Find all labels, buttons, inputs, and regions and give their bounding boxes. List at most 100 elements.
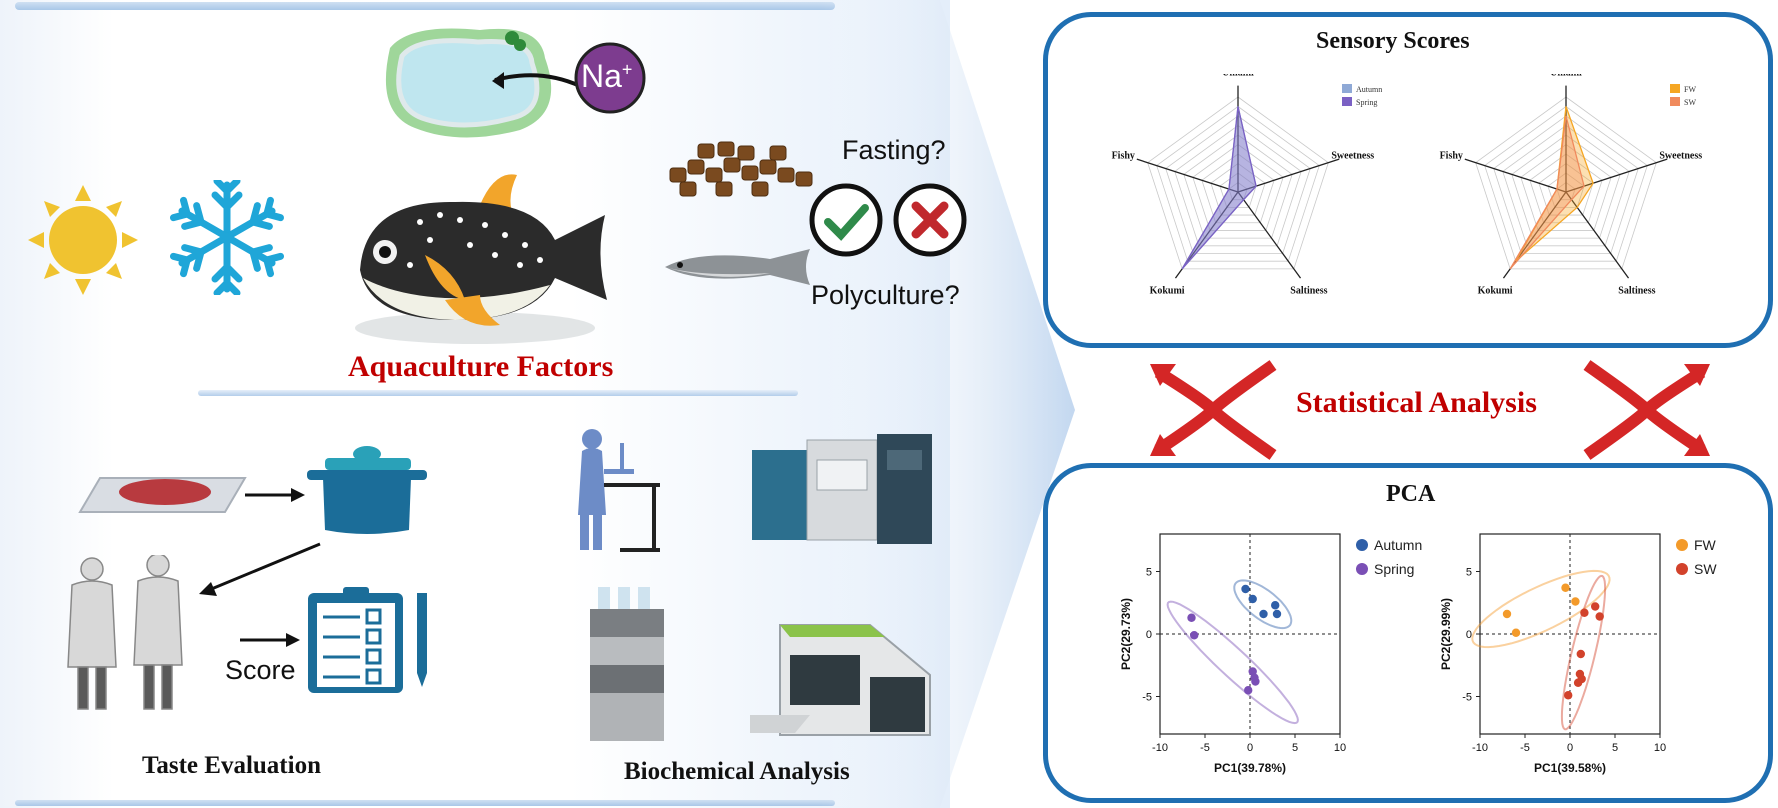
- swap-arrows-left-icon: [1150, 360, 1277, 460]
- radar-axis-line: [1136, 158, 1239, 193]
- pca-y-tick-label: -5: [1462, 692, 1472, 704]
- pca-legend-marker-sw: [1676, 563, 1688, 575]
- pca-point-sw: [1591, 602, 1600, 611]
- radar-grid-ring: [1210, 163, 1266, 216]
- radar-grid-ring: [1529, 153, 1603, 224]
- swap-arrows-right-icon: [1583, 360, 1710, 460]
- radar-grid-ring: [1547, 172, 1585, 208]
- sun-icon: [28, 185, 138, 295]
- pca-point-spring: [1190, 631, 1199, 640]
- biochemical-analysis-label: Biochemical Analysis: [624, 758, 850, 785]
- feed-pellets-icon: [669, 141, 813, 197]
- legend-swatch-fw: [1670, 84, 1680, 93]
- pca-x-tick-label: -10: [1472, 742, 1488, 754]
- radar-grid-ring: [1192, 144, 1284, 231]
- pca-point-autumn: [1272, 609, 1282, 619]
- sensory-scores-panel: [1043, 12, 1773, 348]
- arrow-to-clipboard-icon: [240, 633, 300, 647]
- radar-grid-ring: [1147, 96, 1329, 270]
- radar-axis-label: Saltiness: [1290, 286, 1327, 297]
- pca-ellipse-fw: [1471, 569, 1611, 649]
- arrow-diagonal-icon: [199, 542, 321, 596]
- pca-point-sw: [1576, 649, 1585, 659]
- radar-grid-ring: [1475, 96, 1657, 270]
- na-sup: +: [621, 59, 633, 80]
- radar-grid-ring: [1502, 125, 1630, 247]
- pca-x-tick-label: -5: [1520, 742, 1530, 754]
- pca-point-autumn: [1259, 609, 1268, 619]
- radar-axis-line: [1464, 158, 1567, 193]
- radar-chart-left: UmamiSweetnessSaltinessKokumiFishyAutumn…: [1112, 74, 1383, 297]
- legend-swatch-sw: [1670, 97, 1680, 106]
- radar-grid-ring: [1165, 115, 1311, 254]
- radar-axis-label: Sweetness: [1659, 151, 1702, 162]
- pca-point-fw: [1511, 628, 1521, 637]
- radar-grid-ring: [1538, 163, 1594, 216]
- pca-legend-marker-spring: [1356, 563, 1368, 575]
- radar-grid-ring: [1183, 134, 1293, 239]
- pca-y-axis-label: PC2(29.73%): [1119, 598, 1133, 670]
- radar-series-sw: [1509, 115, 1585, 270]
- mass-spectrometer-icon: [752, 434, 932, 544]
- pca-panel: [1043, 463, 1773, 803]
- pufferfish-illustration: [355, 174, 607, 344]
- pca-y-tick-label: 0: [1466, 629, 1472, 641]
- hplc-icon: [590, 587, 664, 741]
- pca-x-tick-label: 5: [1292, 742, 1298, 754]
- radar-grid-ring: [1520, 144, 1612, 231]
- radar-axis-label: Fishy: [1440, 151, 1463, 162]
- wedge-arrow: [820, 0, 1075, 808]
- clipboard-icon: [308, 587, 427, 693]
- arrow-right-icon: [245, 488, 305, 502]
- legend-label-spring: Spring: [1356, 98, 1377, 107]
- radar-axis-line: [1237, 191, 1302, 279]
- radar-axis-label: Kokumi: [1150, 286, 1185, 297]
- radar-chart-right: UmamiSweetnessSaltinessKokumiFishyFWSW: [1440, 74, 1703, 297]
- radar-axis-label: Umami: [1222, 74, 1254, 78]
- pca-x-axis-label: PC1(39.78%): [1214, 761, 1286, 775]
- pca-point-spring: [1244, 686, 1253, 695]
- legend-label-sw: SW: [1684, 98, 1696, 107]
- taste-evaluation-label: Taste Evaluation: [142, 752, 321, 779]
- pca-x-tick-label: 10: [1334, 742, 1346, 754]
- radar-grid-ring: [1228, 182, 1248, 201]
- pca-legend-marker-autumn: [1356, 539, 1368, 551]
- pca-x-tick-label: 5: [1612, 742, 1618, 754]
- radar-grid-ring: [1156, 106, 1320, 262]
- top-divider: [15, 2, 835, 10]
- radar-axis-label: Sweetness: [1331, 151, 1374, 162]
- pca-y-tick-label: 5: [1466, 567, 1472, 579]
- legend-swatch-spring: [1342, 97, 1352, 106]
- small-fish-icon: [665, 249, 810, 285]
- panelists-icon: [67, 555, 183, 710]
- radar-series-spring: [1181, 106, 1257, 270]
- legend-label-autumn: Autumn: [1356, 85, 1382, 94]
- pca-x-tick-label: 0: [1247, 742, 1253, 754]
- fasting-label: Fasting?: [842, 135, 946, 165]
- pca-point-autumn: [1271, 601, 1280, 610]
- pca-title: PCA: [1386, 481, 1436, 507]
- pca-point-fw: [1571, 597, 1580, 606]
- polyculture-label: Polyculture?: [811, 280, 960, 310]
- radar-grid-ring: [1219, 172, 1257, 208]
- radar-grid-ring: [1201, 153, 1275, 224]
- pca-x-tick-label: -5: [1200, 742, 1210, 754]
- pca-x-tick-label: 10: [1654, 742, 1666, 754]
- radar-grid-ring: [1484, 106, 1648, 262]
- pca-legend-label-fw: FW: [1694, 537, 1717, 553]
- pca-y-tick-label: -5: [1142, 692, 1152, 704]
- pca-point-autumn: [1248, 594, 1257, 604]
- meat-on-board-icon: [78, 477, 247, 513]
- pca-x-tick-label: 0: [1567, 742, 1573, 754]
- legend-label-fw: FW: [1684, 85, 1696, 94]
- radar-grid-ring: [1511, 134, 1621, 239]
- sensory-scores-title: Sensory Scores: [1316, 28, 1470, 54]
- pca-legend-marker-fw: [1676, 539, 1688, 551]
- pca-point-sw: [1580, 608, 1589, 617]
- radar-grid-ring: [1493, 115, 1639, 254]
- pca-point-sw: [1595, 612, 1604, 621]
- analyzer-icon: [750, 624, 931, 736]
- pca-y-tick-label: 0: [1146, 629, 1152, 641]
- pca-point-autumn: [1241, 584, 1250, 594]
